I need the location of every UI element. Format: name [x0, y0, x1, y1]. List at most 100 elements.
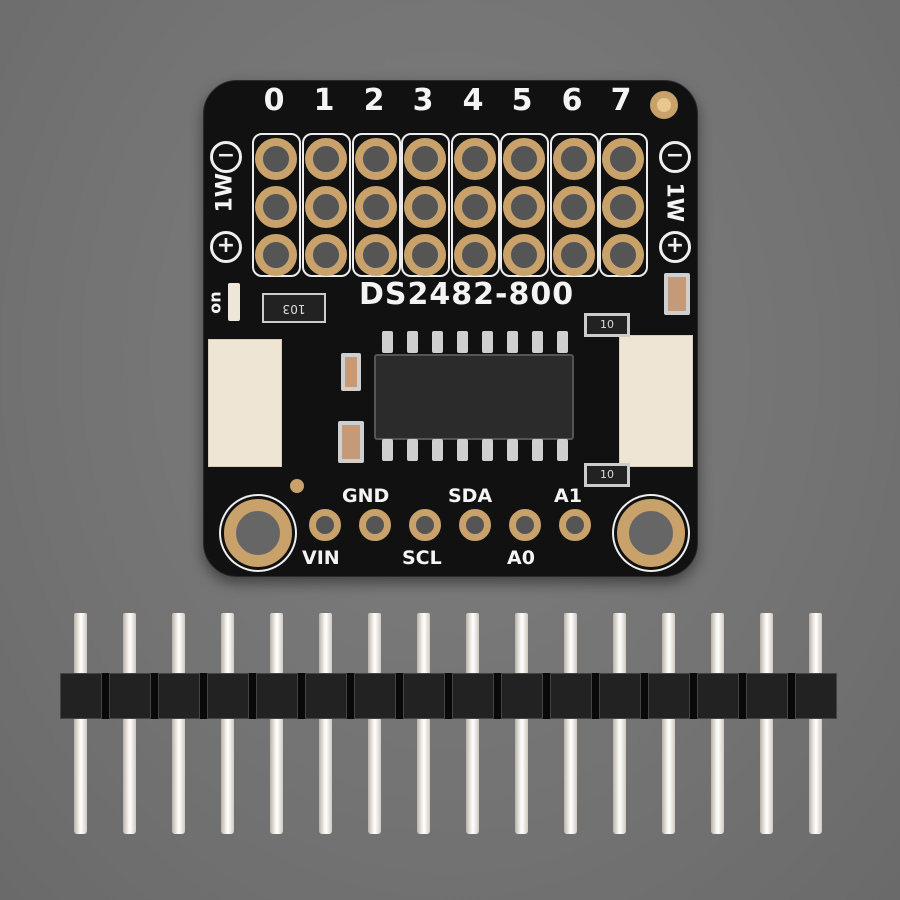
- header-pin: [662, 718, 675, 834]
- chip-leg: [557, 439, 568, 461]
- pin-label-gnd: GND: [342, 485, 390, 507]
- channel-label-7: 7: [610, 83, 632, 118]
- channel-column-1: [302, 133, 351, 277]
- pin-label-a1: A1: [554, 485, 582, 507]
- ds2482-chip: [374, 354, 574, 440]
- resistor-top: 10: [584, 313, 630, 337]
- pad: [602, 138, 644, 180]
- pad: [355, 138, 397, 180]
- pad: [305, 186, 347, 228]
- power-led: [228, 283, 240, 321]
- header-pin: [123, 718, 136, 834]
- header-block: [158, 673, 200, 719]
- header-pin: [319, 718, 332, 834]
- header-pin: [613, 718, 626, 834]
- chip-leg: [532, 439, 543, 461]
- header-plastic-body: [60, 673, 837, 719]
- header-block: [746, 673, 788, 719]
- channel-label-0: 0: [263, 83, 285, 118]
- channel-label-4: 4: [462, 83, 484, 118]
- header-pin: [319, 613, 332, 675]
- header-pin: [368, 613, 381, 675]
- header-pin: [172, 613, 185, 675]
- pad-sda: [459, 509, 491, 541]
- header-pin: [270, 613, 283, 675]
- side-label-right: 1W: [661, 182, 687, 223]
- plus-icon: +: [659, 231, 691, 263]
- capacitor: [664, 273, 690, 315]
- header-pin: [613, 613, 626, 675]
- pad: [602, 186, 644, 228]
- pad: [454, 186, 496, 228]
- header-block: [795, 673, 837, 719]
- pad: [503, 234, 545, 276]
- header-pin: [221, 613, 234, 675]
- pad: [255, 234, 297, 276]
- channel-column-7: [599, 133, 648, 277]
- pad: [454, 234, 496, 276]
- header-block: [452, 673, 494, 719]
- header-pin: [417, 613, 430, 675]
- header-block: [207, 673, 249, 719]
- header-block: [697, 673, 739, 719]
- header-block: [256, 673, 298, 719]
- channel-column-0: [252, 133, 301, 277]
- fiducial-pad: [650, 91, 678, 119]
- pad: [404, 234, 446, 276]
- header-pin: [270, 718, 283, 834]
- led-label: on: [205, 291, 225, 314]
- chip-leg: [532, 331, 543, 353]
- mounting-hole-left: [224, 499, 292, 567]
- channel-column-4: [451, 133, 500, 277]
- pad: [355, 186, 397, 228]
- header-pin: [662, 613, 675, 675]
- pin-label-sda: SDA: [448, 485, 493, 507]
- chip-leg: [557, 331, 568, 353]
- pad-vin: [309, 509, 341, 541]
- header-block: [403, 673, 445, 719]
- side-label-left: 1W: [212, 172, 238, 213]
- pad: [305, 234, 347, 276]
- pin-label-vin: VIN: [302, 547, 340, 569]
- channel-column-3: [401, 133, 450, 277]
- pad: [305, 138, 347, 180]
- chip-leg: [382, 331, 393, 353]
- channel-label-2: 2: [363, 83, 385, 118]
- header-block: [60, 673, 102, 719]
- header-block: [501, 673, 543, 719]
- pad: [553, 234, 595, 276]
- channel-label-5: 5: [511, 83, 533, 118]
- pad: [355, 234, 397, 276]
- channel-column-5: [500, 133, 549, 277]
- pad: [602, 234, 644, 276]
- pad-a0: [509, 509, 541, 541]
- chip-leg: [382, 439, 393, 461]
- header-pin: [466, 613, 479, 675]
- stemma-qt-connector-right: [619, 335, 693, 467]
- pad: [404, 186, 446, 228]
- chip-leg: [432, 331, 443, 353]
- resistor-array: 103: [262, 293, 326, 323]
- pcb-board: 0 1 2 3 4 5 6 7: [203, 80, 698, 577]
- channel-label-3: 3: [412, 83, 434, 118]
- chip-leg: [407, 331, 418, 353]
- channel-column-6: [550, 133, 599, 277]
- board-title: DS2482-800: [359, 277, 575, 312]
- capacitor: [338, 421, 364, 463]
- plus-icon: +: [210, 231, 242, 263]
- minus-icon: −: [210, 141, 242, 173]
- header-pin: [564, 613, 577, 675]
- chip-leg: [432, 439, 443, 461]
- pad: [503, 186, 545, 228]
- fiducial-pad: [290, 479, 304, 493]
- header-pin: [809, 718, 822, 834]
- header-pin: [417, 718, 430, 834]
- header-pin: [515, 718, 528, 834]
- header-pin: [760, 613, 773, 675]
- chip-leg: [482, 331, 493, 353]
- pad: [553, 186, 595, 228]
- header-pin: [368, 718, 381, 834]
- resistor-bottom: 10: [584, 463, 630, 487]
- header-pin: [74, 718, 87, 834]
- header-pin: [466, 718, 479, 834]
